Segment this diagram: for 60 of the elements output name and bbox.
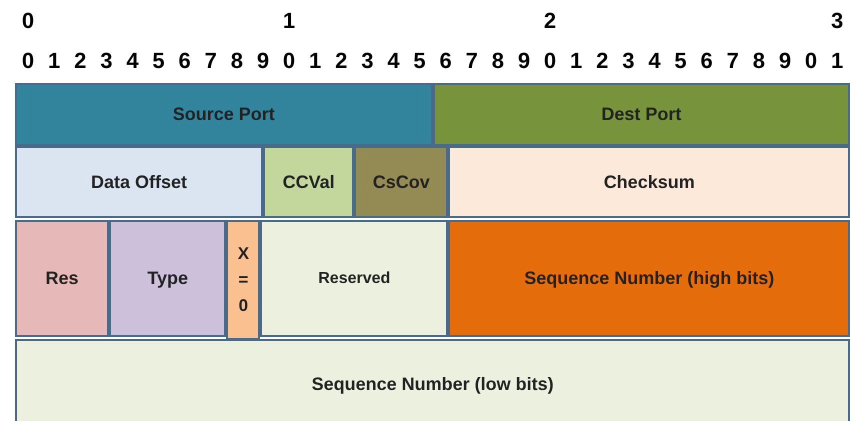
bit-number: 2: [542, 8, 558, 34]
bit-number: 9: [256, 48, 270, 74]
bit-number: 5: [673, 48, 688, 74]
bit-number: 0: [20, 48, 36, 74]
bit-number: 5: [151, 48, 166, 74]
bit-number: 9: [778, 48, 792, 74]
bit-number: 7: [204, 48, 218, 74]
field-label: Checksum: [604, 172, 695, 192]
bit-number: 3: [621, 48, 636, 74]
bit-number: 1: [308, 48, 322, 74]
field-box: [448, 146, 850, 218]
bit-number: 1: [282, 8, 296, 34]
field-label: Sequence Number (high bits): [524, 268, 774, 289]
bit-number: 8: [490, 48, 505, 74]
field-label: Source Port: [172, 104, 275, 125]
field-box: [15, 146, 263, 218]
field-label: X = 0: [236, 243, 250, 317]
bit-number: 0: [20, 8, 36, 34]
field-box: [260, 220, 448, 337]
bit-number: 4: [386, 48, 401, 74]
bit-number: 8: [752, 48, 766, 74]
bit-number: 8: [230, 48, 244, 74]
bit-number: 1: [569, 48, 584, 74]
field-label: Sequence Number (low bits): [312, 374, 554, 395]
field-box: [226, 220, 260, 340]
field-box: [262, 146, 354, 218]
bit-number: 6: [700, 48, 714, 74]
field-label: Data Offset: [90, 172, 187, 192]
field-label: Reserved: [318, 270, 390, 288]
bit-number: 0: [804, 48, 818, 74]
bit-number: 9: [516, 48, 532, 74]
bit-number: 2: [595, 48, 610, 74]
bit-number: 4: [647, 48, 662, 74]
bit-number: 6: [178, 48, 192, 74]
bit-number: 7: [726, 48, 740, 74]
field-label: Dest Port: [601, 104, 682, 125]
bit-number: 3: [99, 48, 114, 74]
bit-number: 0: [542, 48, 558, 74]
bit-number: 1: [830, 48, 844, 74]
bit-number: 6: [438, 48, 453, 74]
field-label: Type: [147, 268, 188, 289]
field-box: [354, 146, 448, 218]
field-box: [15, 220, 109, 337]
field-box: [15, 83, 433, 146]
bit-number: 2: [73, 48, 88, 74]
bit-number: 7: [464, 48, 479, 74]
field-label: CsCov: [372, 172, 430, 192]
bit-number: 2: [334, 48, 348, 74]
bit-number: 5: [412, 48, 427, 74]
field-box: [432, 83, 850, 146]
bit-number: 3: [830, 8, 844, 34]
field-label: Res: [45, 268, 78, 289]
field-box: [448, 220, 850, 337]
field-box: [15, 339, 850, 421]
field-box: [108, 220, 226, 337]
bit-number: 4: [125, 48, 140, 74]
field-label: CCVal: [282, 172, 335, 192]
bit-number: 1: [47, 48, 62, 74]
bit-number: 3: [360, 48, 374, 74]
bit-number: 0: [282, 48, 296, 74]
